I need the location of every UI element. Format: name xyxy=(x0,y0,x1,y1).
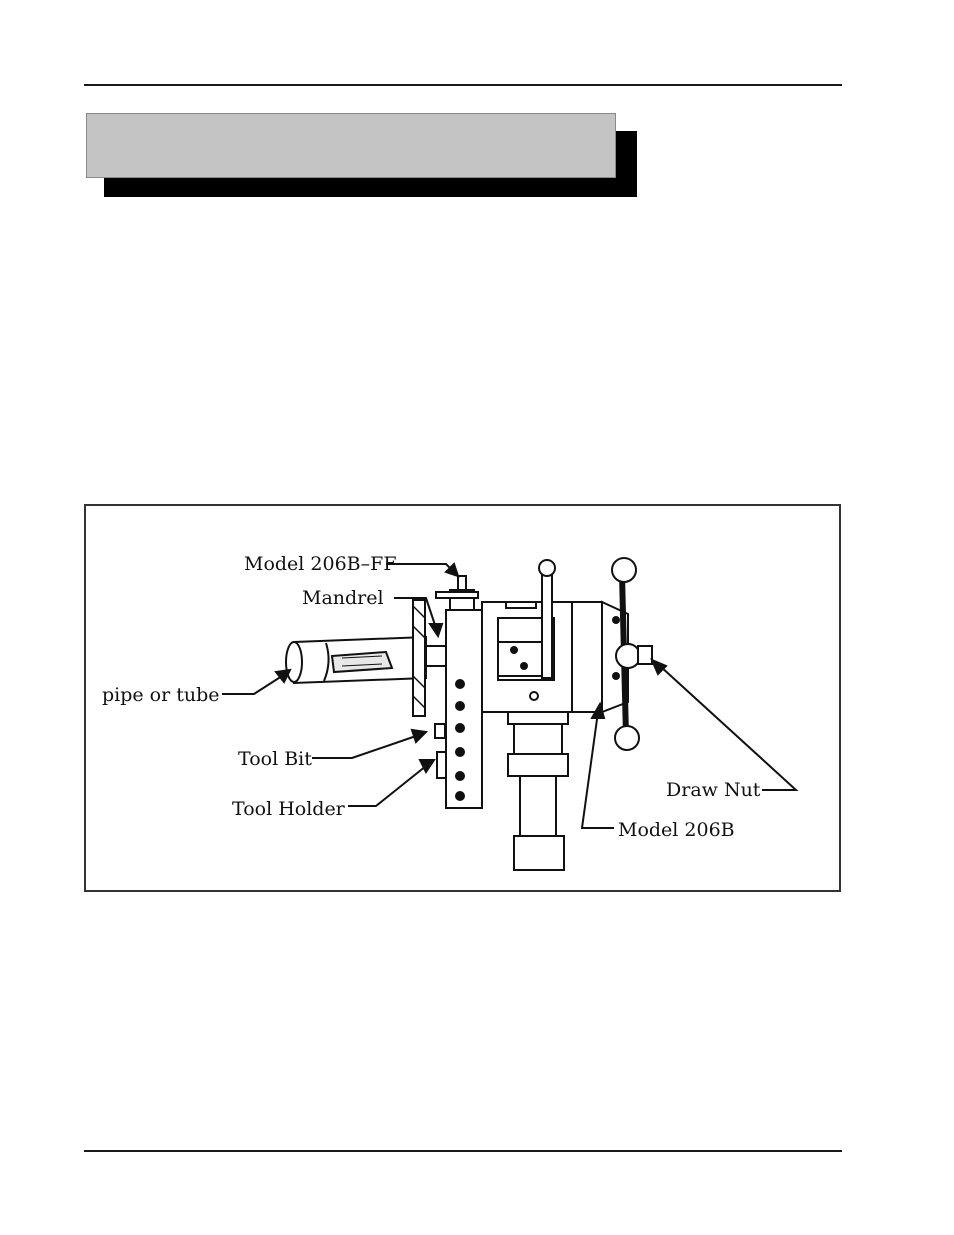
title-banner xyxy=(86,113,616,178)
machine-illustration: Model 206B–FF Mandrel pipe or tube Tool … xyxy=(102,553,799,871)
pipe-drawing xyxy=(285,635,427,685)
main-body-drawing xyxy=(481,559,629,714)
handle-drawing xyxy=(611,557,653,751)
leader-model-206b xyxy=(580,711,614,829)
label-tool-holder: Tool Holder xyxy=(232,798,346,820)
label-model-206b-ff: Model 206B–FF xyxy=(244,553,397,575)
label-mandrel: Mandrel xyxy=(302,587,384,609)
column-drawing xyxy=(507,711,569,871)
label-draw-nut: Draw Nut xyxy=(666,779,761,801)
footer-rule xyxy=(84,1150,842,1152)
flange-drawing xyxy=(412,599,426,717)
label-pipe-or-tube: pipe or tube xyxy=(102,684,220,706)
facing-arm-drawing xyxy=(434,575,483,809)
leader-mandrel xyxy=(394,597,437,629)
label-model-206b: Model 206B xyxy=(618,819,735,841)
leader-tool-bit xyxy=(312,735,417,759)
machine-figure: Model 206B–FF Mandrel pipe or tube Tool … xyxy=(84,504,841,892)
leader-draw-nut xyxy=(659,665,799,791)
label-tool-bit: Tool Bit xyxy=(238,748,312,770)
header-rule xyxy=(84,84,842,86)
leader-pipe xyxy=(222,675,283,695)
leader-tool-holder xyxy=(348,765,427,807)
